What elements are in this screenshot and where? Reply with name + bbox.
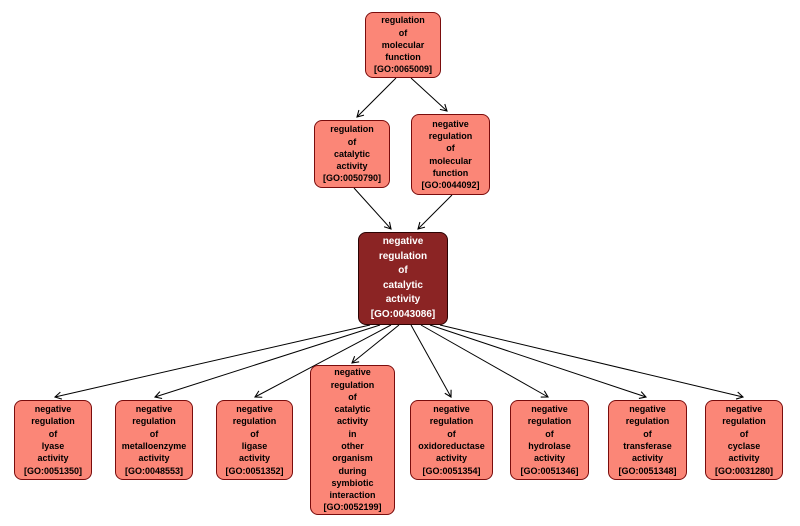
node-negative-regulation-of-ligase-activity[interactable]: negative regulation of ligase activity [… xyxy=(216,400,293,480)
edge-0065009-0044092 xyxy=(410,77,448,112)
edge-0043086-0051348 xyxy=(429,324,648,399)
node-negative-regulation-of-catalytic-activity[interactable]: negative regulation of catalytic activit… xyxy=(358,232,448,325)
edge-0044092-0043086 xyxy=(417,194,453,230)
edge-0043086-0051354 xyxy=(410,324,452,398)
node-negative-regulation-of-catalytic-activity-symbiotic[interactable]: negative regulation of catalytic activit… xyxy=(310,365,395,515)
edge-0043086-0052199 xyxy=(351,324,400,364)
node-negative-regulation-of-hydrolase-activity[interactable]: negative regulation of hydrolase activit… xyxy=(510,400,589,480)
edge-0043086-0051346 xyxy=(420,324,549,398)
node-negative-regulation-of-metalloenzyme-activity[interactable]: negative regulation of metalloenzyme act… xyxy=(115,400,193,480)
edge-0043086-0051350 xyxy=(53,324,371,400)
edge-0043086-0051352 xyxy=(254,324,392,398)
edge-0043086-0031280 xyxy=(439,324,745,400)
node-negative-regulation-of-molecular-function[interactable]: negative regulation of molecular functio… xyxy=(411,114,490,195)
edge-0050790-0043086 xyxy=(353,187,392,230)
edge-0043086-0048553 xyxy=(153,324,381,400)
edge-0065009-0050790 xyxy=(356,77,397,118)
node-regulation-of-catalytic-activity[interactable]: regulation of catalytic activity [GO:005… xyxy=(314,120,390,188)
node-negative-regulation-of-transferase-activity[interactable]: negative regulation of transferase activ… xyxy=(608,400,687,480)
node-negative-regulation-of-oxidoreductase-activity[interactable]: negative regulation of oxidoreductase ac… xyxy=(410,400,493,480)
node-negative-regulation-of-cyclase-activity[interactable]: negative regulation of cyclase activity … xyxy=(705,400,783,480)
node-negative-regulation-of-lyase-activity[interactable]: negative regulation of lyase activity [G… xyxy=(14,400,92,480)
node-regulation-of-molecular-function[interactable]: regulation of molecular function [GO:006… xyxy=(365,12,441,78)
